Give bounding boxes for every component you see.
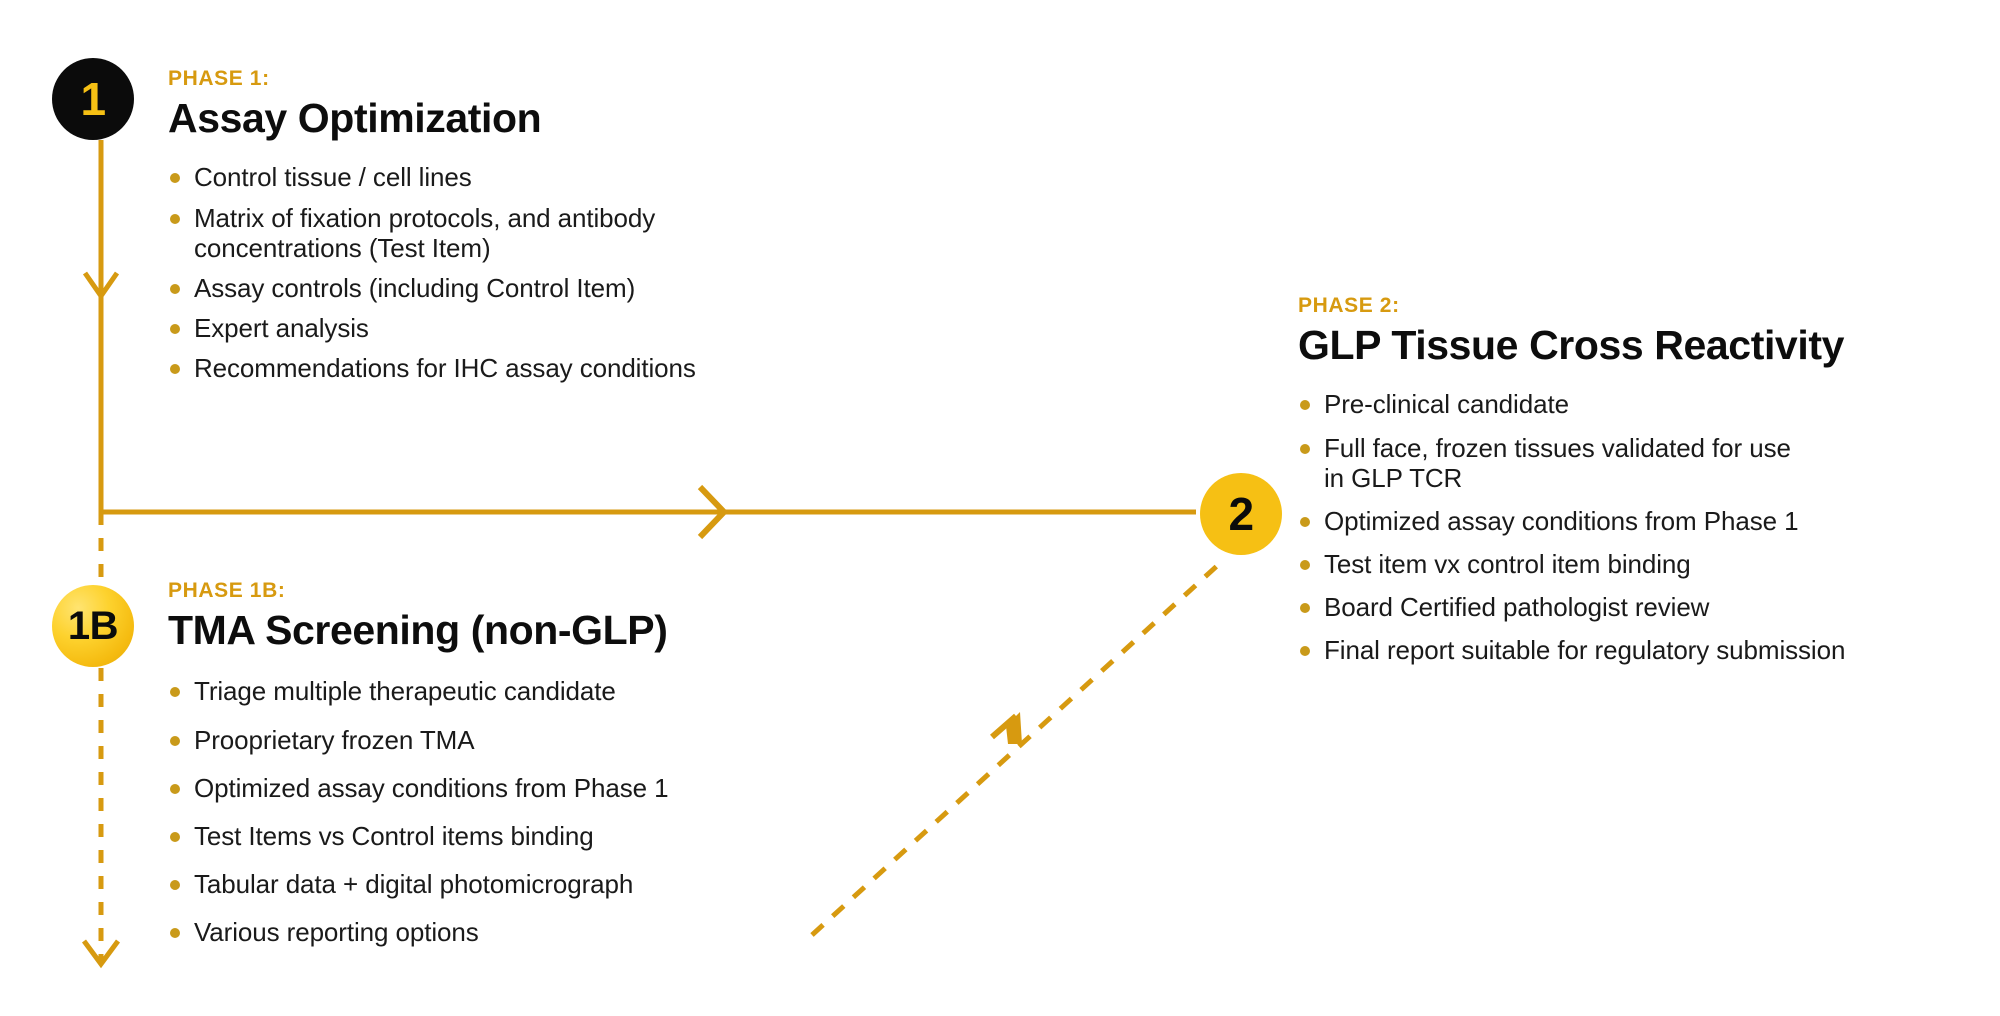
list-item: Recommendations for IHC assay conditions [168, 353, 696, 383]
list-item: Optimized assay conditions from Phase 1 [1298, 506, 1845, 536]
connector-phase1-down-solid [82, 140, 120, 301]
list-item: Triage multiple therapeutic candidate [168, 676, 668, 706]
list-item: Pre-clinical candidate [1298, 389, 1845, 419]
phase-badge-2-label: 2 [1228, 488, 1254, 540]
list-item: Board Certified pathologist review [1298, 592, 1845, 622]
phase-badge-1b[interactable]: 1B [52, 585, 134, 667]
connector-phase1b-to-phase2-diagonal-dashed [810, 563, 1220, 937]
phase-1b-title: TMA Screening (non-GLP) [168, 607, 668, 653]
list-item: Tabular data + digital photomicrograph [168, 869, 668, 899]
list-item: Assay controls (including Control Item) [168, 273, 696, 303]
list-item: Control tissue / cell lines [168, 162, 696, 192]
connector-phase1b-down-dashed [81, 512, 121, 969]
phase-2-bullet-list: Pre-clinical candidate Full face, frozen… [1298, 389, 1845, 665]
phase-block-2: PHASE 2: GLP Tissue Cross Reactivity Pre… [1298, 295, 1845, 679]
list-item: Final report suitable for regulatory sub… [1298, 635, 1845, 665]
list-item: Various reporting options [168, 917, 668, 947]
list-item: Matrix of fixation protocols, and antibo… [168, 203, 664, 263]
list-item: Prooprietary frozen TMA [168, 725, 668, 755]
list-item: Expert analysis [168, 313, 696, 343]
list-item: Test item vx control item binding [1298, 549, 1845, 579]
phase-badge-1b-label: 1B [67, 604, 119, 648]
phase-block-1: PHASE 1: Assay Optimization Control tiss… [168, 68, 696, 393]
phase-2-title: GLP Tissue Cross Reactivity [1298, 322, 1844, 368]
phase-1b-bullet-list: Triage multiple therapeutic candidate Pr… [168, 676, 669, 947]
list-item: Full face, frozen tissues validated for … [1298, 433, 1794, 493]
connector-phase1-to-phase2-horizontal-solid [101, 484, 1196, 540]
list-item: Optimized assay conditions from Phase 1 [168, 773, 669, 803]
phase-badge-1[interactable]: 1 [52, 58, 134, 140]
phase-2-eyebrow: PHASE 2: [1298, 294, 1400, 317]
phase-badge-1-label: 1 [80, 73, 106, 125]
phase-block-1b: PHASE 1B: TMA Screening (non-GLP) Triage… [168, 579, 669, 965]
phase-1-eyebrow: PHASE 1: [168, 67, 270, 90]
phase-1-title: Assay Optimization [168, 95, 542, 141]
phase-1b-eyebrow: PHASE 1B: [168, 579, 286, 602]
list-item: Test Items vs Control items binding [168, 821, 668, 851]
phase-badge-2[interactable]: 2 [1200, 473, 1282, 555]
phase-1-bullet-list: Control tissue / cell lines Matrix of fi… [168, 162, 696, 383]
